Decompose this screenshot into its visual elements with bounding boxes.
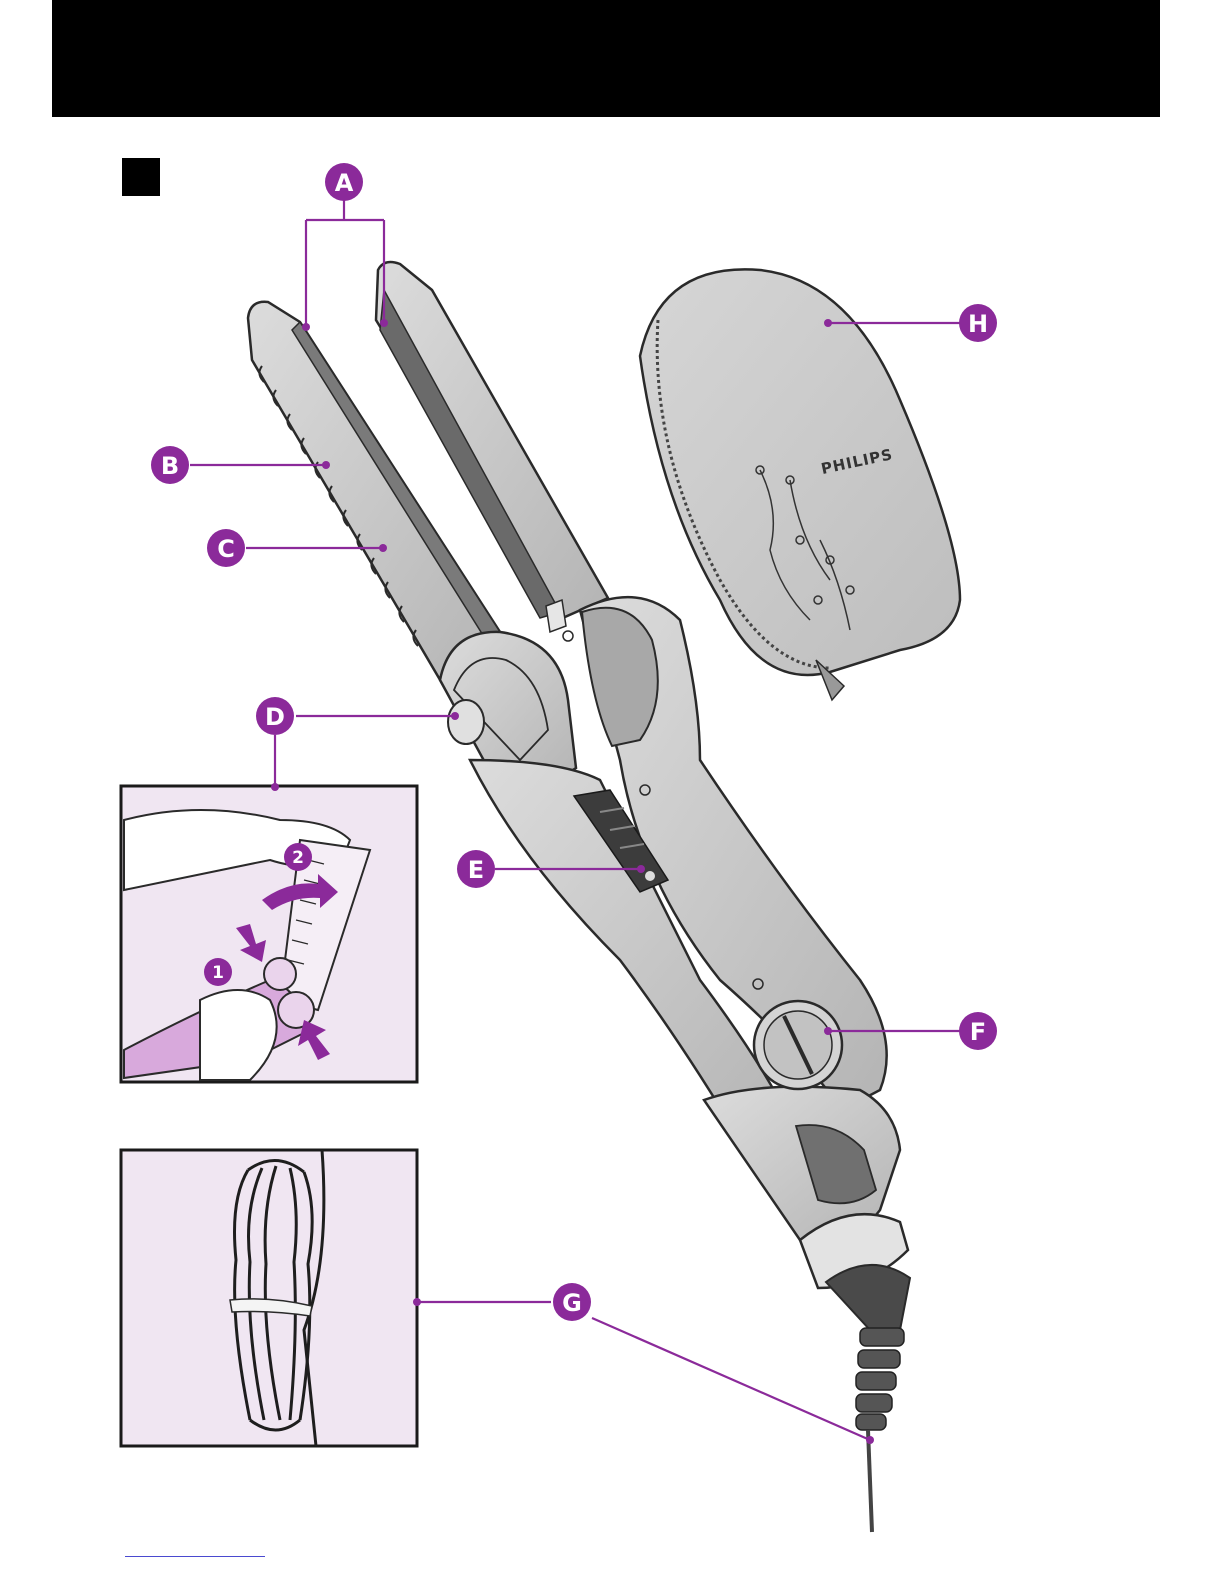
release-button [448,700,484,744]
svg-text:1: 1 [212,963,224,983]
styler-body [440,597,910,1532]
cord-strain-relief [856,1328,904,1430]
callout-e: E [457,850,495,888]
temperature-dial [754,1001,842,1089]
svg-text:E: E [468,856,484,884]
callout-c: C [207,529,245,567]
callout-f: F [959,1012,997,1050]
inset-cord-panel [121,1150,417,1446]
storage-pouch: PHILIPS [640,269,960,700]
svg-text:C: C [217,535,235,563]
callout-a: A [325,163,363,201]
svg-text:B: B [161,452,179,480]
svg-text:A: A [335,169,354,197]
inset-release-panel: 1 2 [121,786,417,1082]
step-marker-1: 1 [204,958,232,986]
svg-text:D: D [265,703,285,731]
footer-line [125,1556,265,1557]
svg-text:F: F [970,1018,986,1046]
svg-text:H: H [968,310,988,338]
step-marker-2: 2 [284,843,312,871]
callout-b: B [151,446,189,484]
svg-text:2: 2 [292,848,304,868]
callout-d: D [256,697,294,735]
svg-text:G: G [562,1289,582,1317]
callout-g: G [553,1283,591,1321]
callout-h: H [959,304,997,342]
